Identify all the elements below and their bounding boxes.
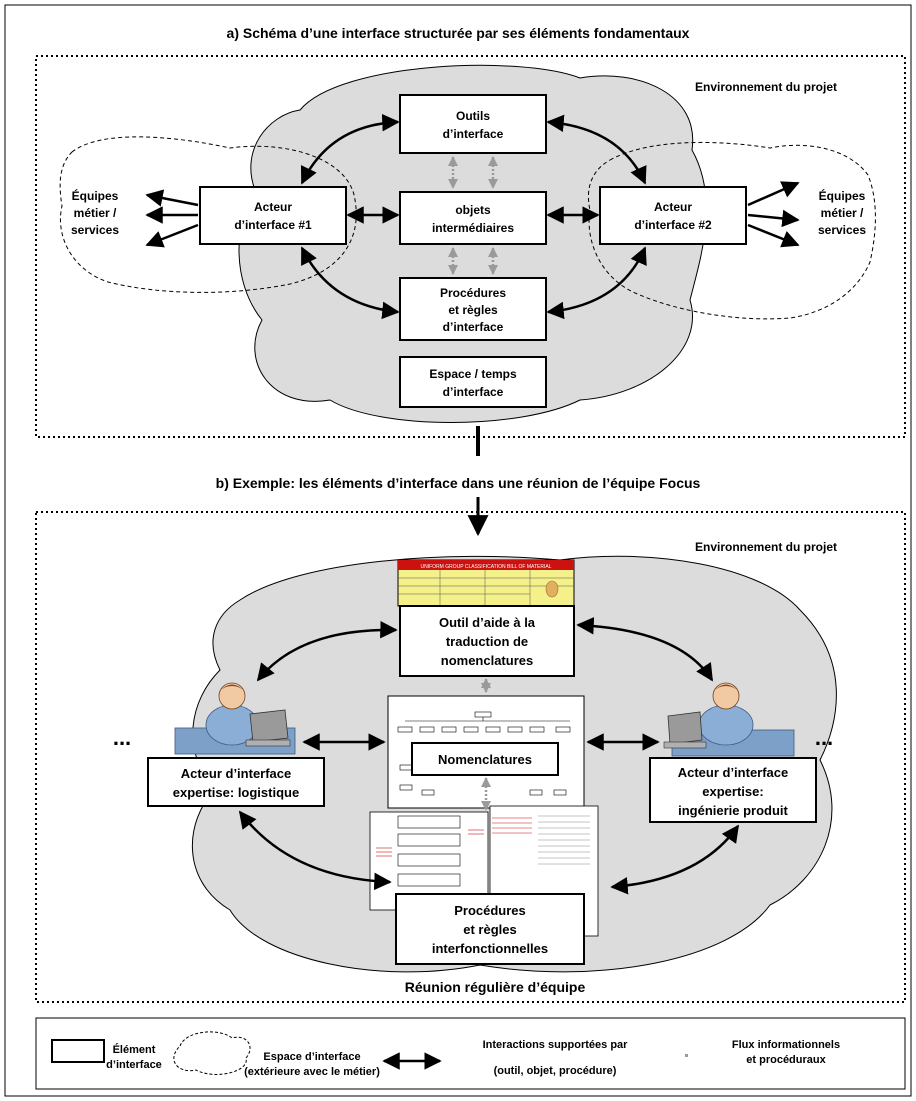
legend-element-label-2: d’interface [106, 1059, 162, 1071]
tools-box: Outils d’interface [399, 94, 547, 154]
bom-screenshot: UNIFORM GROUP CLASSIFICATION BILL OF MAT… [397, 559, 575, 607]
section-a-title: a) Schéma d’une interface structurée par… [227, 25, 690, 41]
actor2-label-2: d’interface #2 [634, 218, 712, 232]
actor1-label-2: d’interface #1 [234, 218, 312, 232]
legend-element-symbol [51, 1039, 105, 1063]
meeting-label: Réunion régulière d’équipe [405, 979, 586, 995]
flow-arrows-a [448, 156, 498, 275]
person-left [174, 682, 296, 755]
tools-label-1: Outils [456, 109, 490, 123]
actor2-box: Acteur d’interface #2 [599, 186, 747, 245]
actor-logistics-label-2: expertise: logistique [173, 785, 299, 800]
actor1-label-1: Acteur [254, 200, 292, 214]
actor-engineering-box: Acteur d’interface expertise: ingénierie… [649, 757, 817, 823]
legend-space-label-2: (extérieure avec le métier) [244, 1066, 380, 1078]
objects-label-2: intermédiaires [432, 221, 514, 235]
legend-flows-label-2: et procéduraux [746, 1054, 826, 1066]
section-b-title: b) Exemple: les éléments d’interface dan… [216, 475, 701, 491]
space-time-label-1: Espace / temps [429, 367, 517, 381]
actor1-box: Acteur d’interface #1 [199, 186, 347, 245]
actor-engineering-label-1: Acteur d’interface [678, 765, 789, 780]
teams-right-label-2: métier / [821, 206, 864, 220]
tool-label-1: Outil d’aide à la [439, 615, 536, 630]
nomenclatures-box: Nomenclatures [411, 742, 559, 776]
teams-left-label-3: services [71, 223, 119, 237]
teams-right-label-1: Équipes [819, 188, 866, 203]
interaction-arrows-a [145, 113, 800, 320]
tool-label-2: traduction de [446, 634, 528, 649]
section-b-environment-label: Environnement du projet [695, 540, 837, 554]
nomenclatures-label: Nomenclatures [438, 752, 532, 767]
procedures-b-label-2: et règles [463, 922, 516, 937]
interaction-arrows-b [238, 617, 740, 895]
legend-interactions-label-2: (outil, objet, procédure) [494, 1065, 617, 1077]
space-time-box: Espace / temps d’interface [399, 356, 547, 408]
outer-frame [4, 4, 912, 1097]
actor-logistics-box: Acteur d’interface expertise: logistique [147, 757, 325, 807]
actor-engineering-label-3: ingénierie produit [678, 803, 788, 818]
legend-space-label-1: Espace d’interface [263, 1051, 360, 1063]
bom-header-bar [398, 560, 574, 570]
ellipsis-right: ... [815, 725, 833, 750]
translation-tool-box: Outil d’aide à la traduction de nomencla… [399, 605, 575, 677]
procedures-label-2: et règles [448, 303, 498, 317]
procedures-label-3: d’interface [443, 320, 504, 334]
teams-left-label-1: Équipes [72, 188, 119, 203]
procedures-label-1: Procédures [440, 286, 506, 300]
section-a-environment-label: Environnement du projet [695, 80, 837, 94]
tools-label-2: d’interface [443, 127, 504, 141]
actor2-label-1: Acteur [654, 200, 692, 214]
procedures-box: Procédures et règles d’interface [399, 277, 547, 341]
legend-flow-symbol [685, 1054, 688, 1057]
objects-label-1: objets [455, 203, 491, 217]
legend-element-label-1: Élément [113, 1043, 156, 1056]
teams-right-label-3: services [818, 223, 866, 237]
tool-label-3: nomenclatures [441, 653, 533, 668]
legend-flows-label-1: Flux informationnels [732, 1039, 840, 1051]
teams-left-label-2: métier / [74, 206, 117, 220]
procedures-b-box: Procédures et règles interfonctionnelles [395, 893, 585, 965]
intermediate-objects-box: objets intermédiaires [399, 191, 547, 245]
legend-space-symbol [173, 1031, 251, 1075]
person-right [663, 682, 795, 757]
actor-engineering-label-2: expertise: [702, 784, 763, 799]
legend-frame [35, 1017, 906, 1090]
legend-interactions-label-1: Interactions supportées par [483, 1039, 629, 1051]
space-time-label-2: d’interface [443, 385, 504, 399]
actor-logistics-label-1: Acteur d’interface [181, 766, 292, 781]
procedures-b-label-1: Procédures [454, 903, 526, 918]
bom-header-text: UNIFORM GROUP CLASSIFICATION BILL OF MAT… [421, 564, 552, 570]
procedures-b-label-3: interfonctionnelles [432, 941, 548, 956]
ellipsis-left: ... [113, 725, 131, 750]
